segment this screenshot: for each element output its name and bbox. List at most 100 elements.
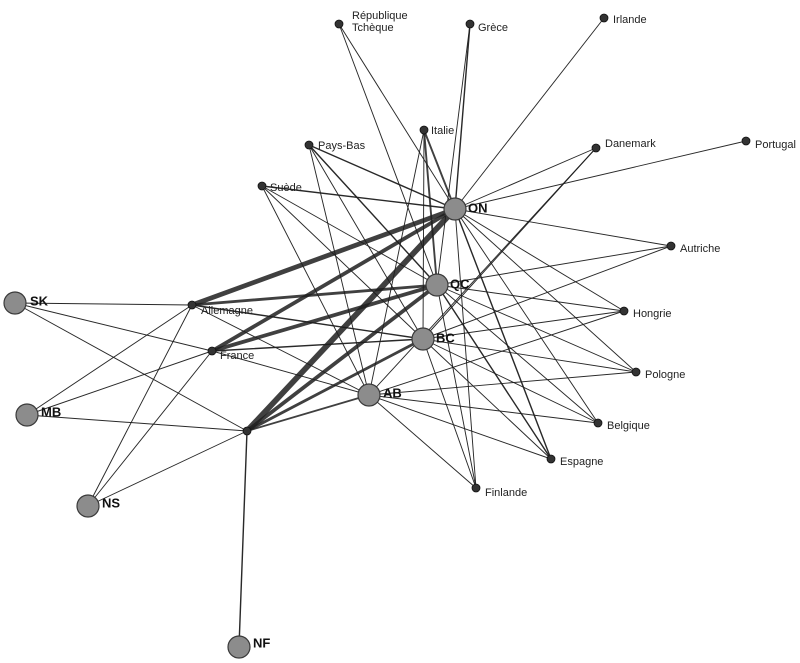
node-paysbas	[304, 140, 314, 150]
node-pologne	[631, 367, 641, 377]
edge-ab-paysbas	[308, 144, 370, 396]
node-portugal	[741, 136, 751, 146]
edge-layer	[14, 17, 747, 648]
label-paysbas: Pays-Bas	[318, 140, 366, 152]
edge-mb-hub	[26, 414, 248, 432]
edge-ab-hongrie	[368, 310, 625, 396]
edge-qc-paysbas	[308, 144, 438, 286]
node-suede	[257, 181, 267, 191]
label-bc: BC	[436, 330, 455, 345]
edge-sk-france	[14, 302, 213, 352]
edge-bc-finlande	[422, 338, 477, 489]
edge-bc-france	[211, 338, 424, 352]
edge-nf-hub	[238, 430, 248, 648]
node-hongrie	[619, 306, 629, 316]
edge-sk-hub	[14, 302, 248, 432]
edge-on-france	[210, 207, 457, 353]
edge-on-espagne	[454, 208, 552, 460]
label-hongrie: Hongrie	[633, 308, 672, 320]
label-suede: Suède	[270, 182, 302, 194]
label-finlande: Finlande	[485, 487, 527, 499]
edge-on-pologne	[454, 208, 637, 373]
label-pologne: Pologne	[645, 369, 685, 381]
edge-on-autriche	[454, 208, 672, 247]
edge-bc-belgique	[422, 338, 599, 424]
edge-on-finlande	[454, 208, 477, 489]
node-espagne	[546, 454, 556, 464]
label-italie: Italie	[431, 125, 454, 137]
edge-qc-allemagne	[190, 283, 439, 307]
node-ns	[76, 494, 100, 518]
edge-ab-italie	[368, 129, 425, 396]
edge-on-hongrie	[454, 208, 625, 312]
label-espagne: Espagne	[560, 456, 603, 468]
label-line: Tchèque	[352, 22, 394, 34]
edge-bc-italie	[422, 129, 425, 340]
node-sk	[3, 291, 27, 315]
node-italie	[419, 125, 429, 135]
label-qc: QC	[450, 276, 470, 291]
hub-node	[242, 426, 252, 436]
edge-ab-pologne	[368, 371, 637, 396]
node-nf	[227, 635, 251, 659]
edge-ns-hub	[87, 430, 248, 507]
edge-bc-pologne	[422, 338, 637, 373]
edge-qc-suede	[261, 185, 438, 286]
edge-sk-allemagne	[14, 302, 193, 306]
node-finlande	[471, 483, 481, 493]
edge-ab-allemagne	[191, 304, 370, 396]
edge-on-suede	[261, 185, 456, 210]
label-ns: NS	[102, 495, 120, 510]
edge-bc-suede	[261, 185, 424, 340]
edge-ab-suede	[261, 185, 370, 396]
edge-on-rep-tch	[338, 23, 456, 210]
node-mb	[15, 403, 39, 427]
node-danemark	[591, 143, 601, 153]
node-grece	[465, 19, 475, 29]
edge-on-portugal	[454, 140, 747, 210]
label-ab: AB	[383, 385, 402, 400]
edge-qc-rep-tch	[338, 23, 438, 286]
label-allemagne: Allemagne	[201, 305, 253, 317]
edge-qc-pologne	[436, 284, 637, 373]
edge-on-belgique	[454, 208, 599, 424]
edge-bc-autriche	[422, 245, 672, 340]
edge-bc-hongrie	[422, 310, 625, 340]
node-allemagne	[187, 300, 197, 310]
edge-ab-finlande	[368, 394, 477, 489]
label-autriche: Autriche	[680, 243, 720, 255]
label-danemark: Danemark	[605, 138, 656, 150]
edge-ab-belgique	[368, 394, 599, 424]
edge-ab-hub	[246, 394, 370, 432]
label-portugal: Portugal	[755, 139, 796, 151]
edge-on-italie	[423, 129, 456, 210]
node-layer	[3, 13, 751, 659]
node-ab	[357, 383, 381, 407]
edge-ns-france	[87, 350, 213, 507]
node-qc	[425, 273, 449, 297]
label-irlande: Irlande	[613, 14, 647, 26]
label-grece: Grèce	[478, 22, 508, 34]
label-mb: MB	[41, 404, 61, 419]
edge-on-irlande	[454, 17, 605, 210]
edge-on-grece	[454, 23, 471, 210]
label-france: France	[220, 350, 254, 362]
edge-bc-espagne	[422, 338, 552, 460]
edge-qc-grece	[436, 23, 471, 286]
node-france	[207, 346, 217, 356]
edge-on-allemagne	[189, 206, 458, 308]
edge-ns-allemagne	[87, 304, 193, 507]
label-nf: NF	[253, 635, 270, 650]
edge-ab-danemark	[368, 147, 597, 396]
edge-qc-france	[210, 283, 439, 353]
edge-ab-france	[211, 350, 370, 396]
edge-ab-espagne	[368, 394, 552, 460]
edge-bc-paysbas	[308, 144, 424, 340]
node-bc	[411, 327, 435, 351]
edge-on-danemark	[454, 147, 597, 210]
label-on: ON	[468, 200, 488, 215]
edge-bc-allemagne	[191, 304, 424, 340]
edge-mb-france	[26, 350, 213, 416]
edge-qc-italie	[423, 129, 438, 286]
